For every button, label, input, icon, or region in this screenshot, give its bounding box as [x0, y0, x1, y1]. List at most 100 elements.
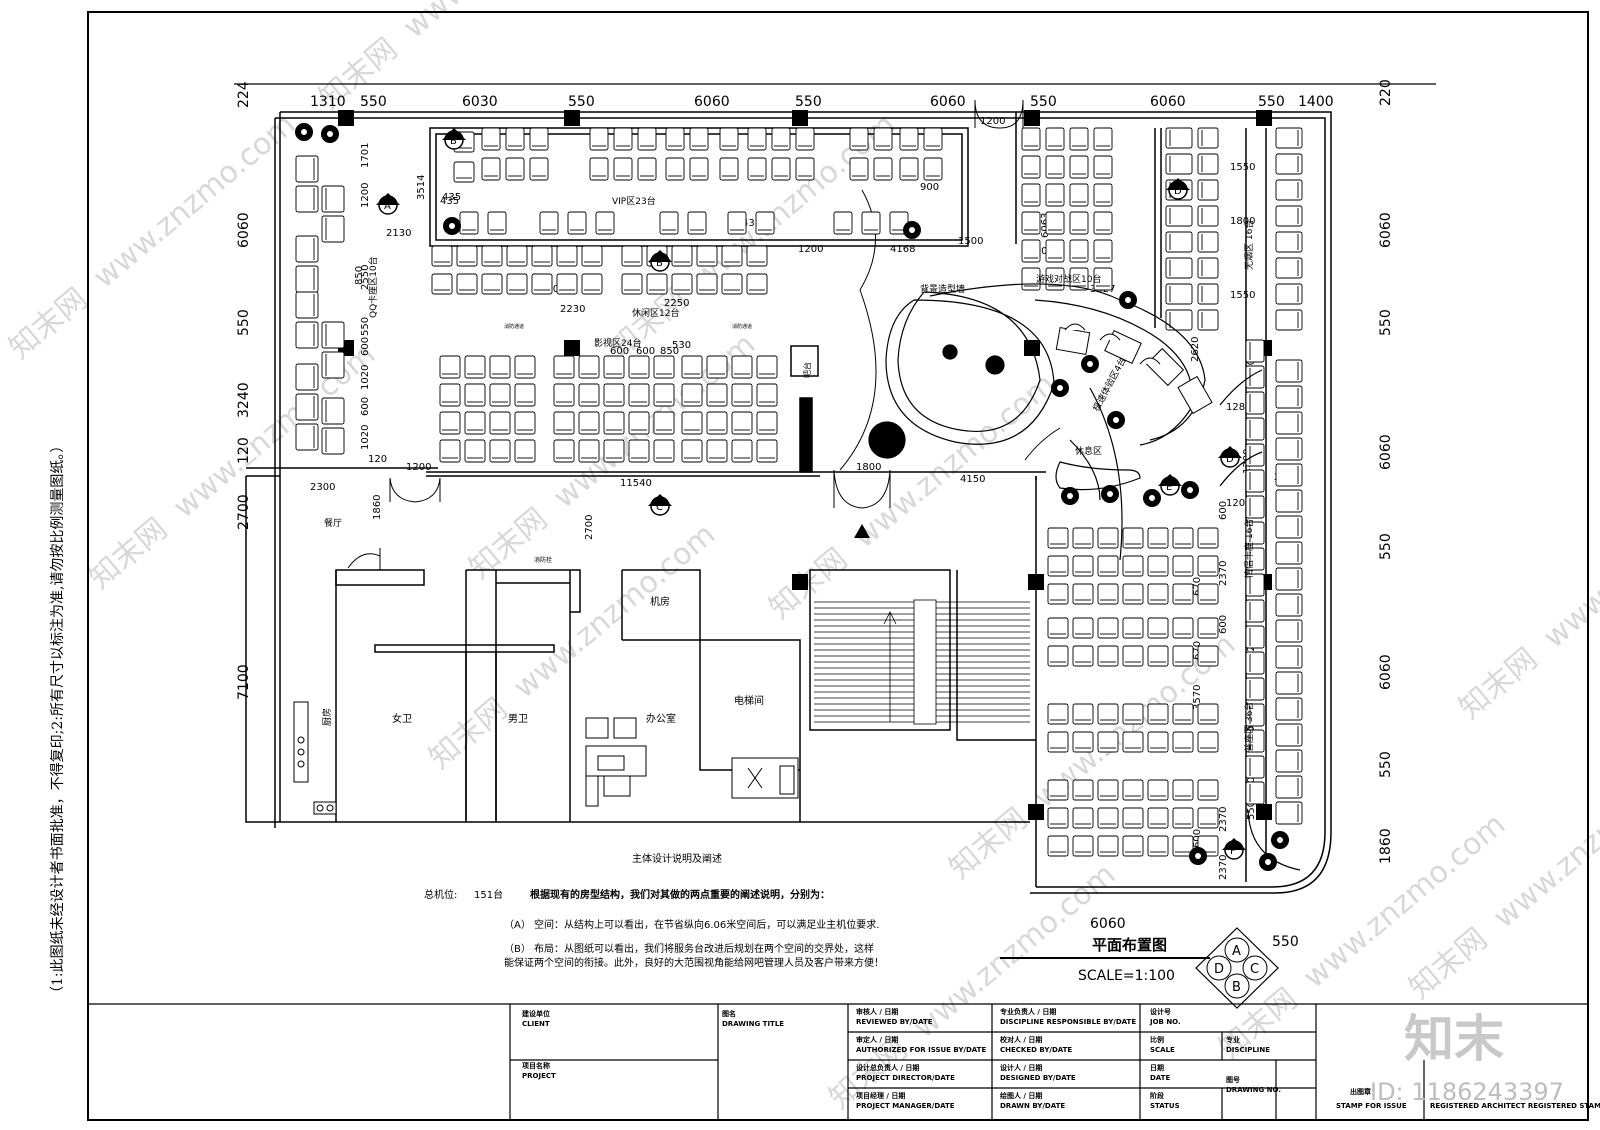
seat-chair-icon — [321, 351, 345, 379]
dim-right: 6060 — [1378, 212, 1394, 248]
seat-chair-icon — [1197, 731, 1219, 753]
dim-inner: 3570 — [1192, 685, 1203, 710]
dim-inner: 1800 — [856, 462, 881, 473]
seat-chair-icon — [439, 439, 461, 463]
seat-chair-icon — [1172, 527, 1194, 549]
tb-director-cn: 设计总负责人 / 日期 — [856, 1063, 919, 1072]
dim-right: 1860 — [1378, 828, 1394, 864]
seat-chair-icon — [1165, 309, 1193, 331]
seat-chair-icon — [1275, 619, 1303, 643]
seat-chair-icon — [1045, 211, 1065, 235]
plan-title-block: 平面布置图 SCALE=1:100 A B C D — [1000, 927, 1279, 1009]
tb-project-cn: 项目名称 — [522, 1061, 550, 1070]
staircase — [814, 599, 1030, 725]
seat-chair-icon — [731, 383, 753, 407]
tb-stamp-cn: 出图章 — [1350, 1087, 1371, 1096]
tb-checked-cn: 校对人 / 日期 — [1000, 1035, 1042, 1044]
seat-chair-icon — [1275, 671, 1303, 695]
seat-chair-icon — [1165, 153, 1193, 175]
seat-chair-icon — [1097, 779, 1119, 801]
seat-chair-icon — [721, 273, 743, 295]
seat-chair-icon — [727, 211, 747, 235]
seat-chair-icon — [1147, 555, 1169, 577]
seat-chair-icon — [1021, 239, 1041, 263]
seat-chair-icon — [1275, 179, 1303, 201]
seat-chair-icon — [1275, 723, 1303, 747]
dim-inner: 900 — [920, 182, 939, 193]
seat-chair-icon — [1021, 211, 1041, 235]
dim-inner: 2370 — [1218, 855, 1229, 880]
dim-top: 550 — [360, 94, 387, 110]
seat-chair-icon — [1097, 617, 1119, 639]
compass-a: A — [1232, 944, 1241, 959]
tb-drawn-en: DRAWN BY/DATE — [1000, 1102, 1065, 1110]
seat-chair-icon — [1172, 731, 1194, 753]
plant-icon — [1271, 831, 1289, 849]
dim-inner: 850 — [354, 266, 365, 285]
seat-chair-icon — [1275, 775, 1303, 799]
tb-scale-cn: 比例 — [1150, 1035, 1164, 1044]
dim-inner: 6063 — [1040, 213, 1051, 238]
title-block-text: 建设单位 CLIENT 项目名称 PROJECT 图名 DRAWING TITL… — [522, 1007, 1600, 1110]
dim-inner: 600 — [1218, 501, 1229, 520]
seat-chair-icon — [771, 157, 791, 181]
section-marker-icon: E — [1158, 474, 1182, 496]
seat-chair-icon — [1093, 155, 1113, 179]
seat-chair-icon — [706, 439, 728, 463]
label-game: 游戏对战区10台 — [1036, 273, 1101, 285]
tb-scale-en: SCALE — [1150, 1046, 1175, 1054]
dim-left: 120 — [236, 437, 252, 464]
seat-chair-icon — [1275, 127, 1303, 149]
seat-chair-icon — [578, 411, 600, 435]
dim-left: 3240 — [236, 382, 252, 418]
seat-chair-icon — [628, 383, 650, 407]
tb-manager-en: PROJECT MANAGER/DATE — [856, 1102, 955, 1110]
seat-chair-icon — [628, 355, 650, 379]
tb-authorized-cn: 审定人 / 日期 — [856, 1035, 898, 1044]
dim-right: 6060 — [1378, 434, 1394, 470]
seat-chair-icon — [1072, 731, 1094, 753]
seat-chair-icon — [1245, 755, 1265, 779]
label-fire-pass-1: 消防通道 — [504, 323, 524, 330]
plant-icon — [1061, 487, 1079, 505]
dim-inner: 550 — [1246, 801, 1257, 820]
dim-inner: 1550 — [1230, 290, 1255, 301]
seat-chair-icon — [746, 245, 768, 267]
seat-chair-icon — [1047, 555, 1069, 577]
seat-chair-icon — [1172, 807, 1194, 829]
seat-chair-icon — [746, 273, 768, 295]
plant-icon — [1101, 485, 1119, 503]
tb-drawn-cn: 绘图人 / 日期 — [1000, 1091, 1042, 1100]
label-fire-pass-2: 消防通道 — [732, 323, 752, 330]
label-elevator: 电梯间 — [734, 694, 764, 707]
dim-right: 6060 — [1378, 654, 1394, 690]
seat-chair-icon — [295, 321, 319, 349]
dim-right: 550 — [1378, 309, 1394, 336]
notes-total-label: 总机位: — [424, 888, 457, 901]
seat-chair-icon — [665, 127, 685, 151]
seat-chair-icon — [1047, 835, 1069, 857]
dim-top: 6060 — [694, 94, 730, 110]
seat-chair-icon — [589, 157, 609, 181]
seat-chair-icon — [1097, 807, 1119, 829]
seat-chair-icon — [755, 211, 775, 235]
seat-chair-icon — [581, 273, 603, 295]
seat-chair-icon — [1045, 239, 1065, 263]
seat-chair-icon — [1275, 309, 1303, 331]
fixtures — [293, 701, 799, 815]
brand-logo: 知末 — [1404, 1010, 1504, 1068]
entrance-arrow-icon — [854, 524, 870, 538]
seat-chair-icon — [653, 439, 675, 463]
compass-d: D — [1214, 962, 1224, 977]
seat-chair-icon — [1045, 127, 1065, 151]
seat-chair-icon — [1147, 527, 1169, 549]
section-marker-icon: A — [376, 193, 400, 215]
seat-chair-icon — [1097, 835, 1119, 857]
seat-chair-icon — [899, 157, 919, 181]
seat-chair-icon — [1172, 779, 1194, 801]
seat-chair-icon — [1197, 645, 1219, 667]
column — [1024, 110, 1040, 126]
dim-inner: 4150 — [960, 474, 985, 485]
seat-chair-icon — [514, 383, 536, 407]
seat-chair-icon — [1097, 555, 1119, 577]
